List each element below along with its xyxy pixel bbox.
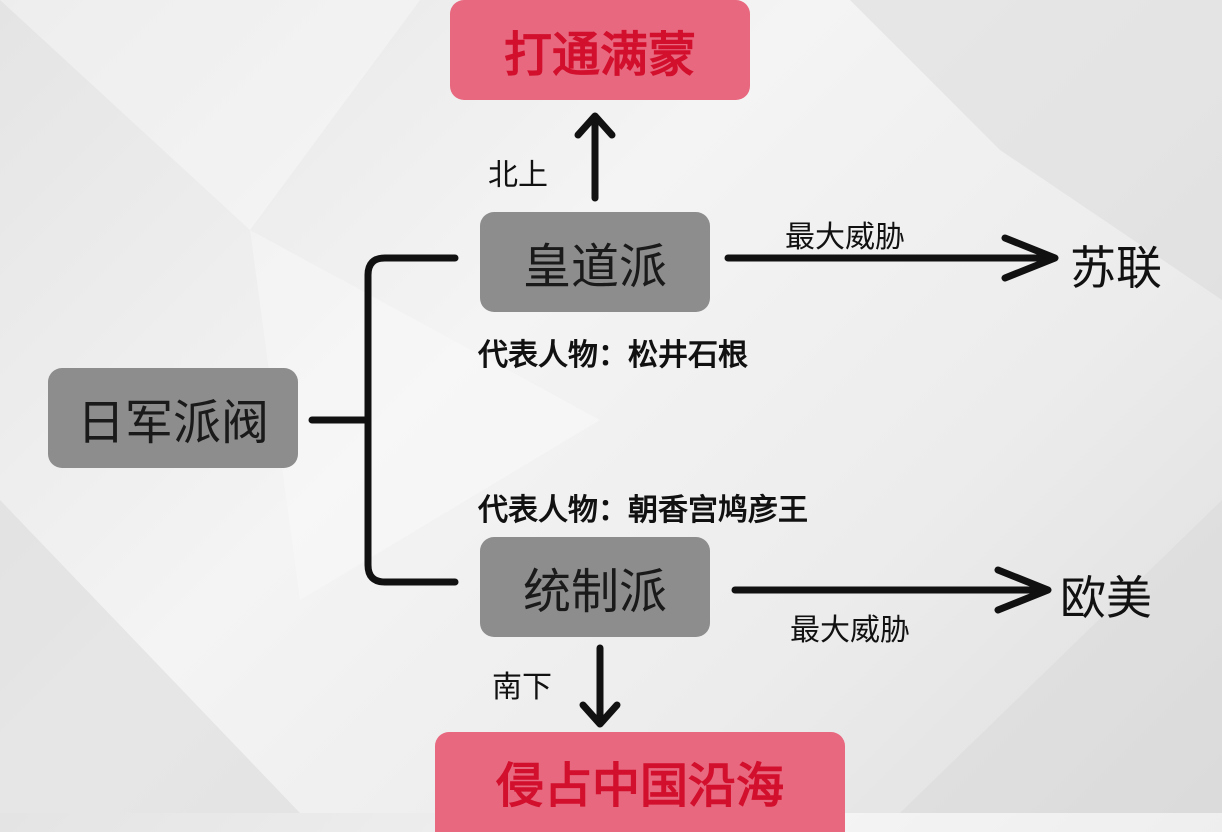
target-box-manchuria: 打通满蒙 — [450, 0, 750, 100]
bracket — [364, 254, 459, 586]
background-pattern — [0, 0, 1222, 813]
target-label: 打通满蒙 — [503, 27, 696, 83]
connector-lines — [308, 112, 1059, 728]
faction-box-kodoha: 皇道派 — [480, 212, 710, 312]
faction-box-toseiha: 统制派 — [480, 537, 710, 637]
target-label: 侵占中国沿海 — [495, 758, 784, 814]
root-box: 日军派阀 — [48, 368, 298, 468]
representative-kodoha: 代表人物：松井石根 — [478, 338, 748, 373]
direction-label-south: 南下 — [492, 670, 552, 705]
direction-label-north: 北上 — [488, 158, 548, 193]
threat-label-toseiha: 最大威胁 — [790, 613, 910, 648]
faction-label: 统制派 — [522, 564, 667, 620]
root-label: 日军派阀 — [76, 395, 269, 451]
threat-soviet: 苏联 — [1070, 241, 1162, 295]
target-box-coast: 侵占中国沿海 — [435, 732, 845, 832]
threat-label-kodoha: 最大威胁 — [785, 220, 905, 255]
faction-label: 皇道派 — [522, 239, 667, 295]
representative-toseiha: 代表人物：朝香宫鸠彦王 — [478, 493, 808, 528]
threat-west: 欧美 — [1060, 571, 1152, 625]
